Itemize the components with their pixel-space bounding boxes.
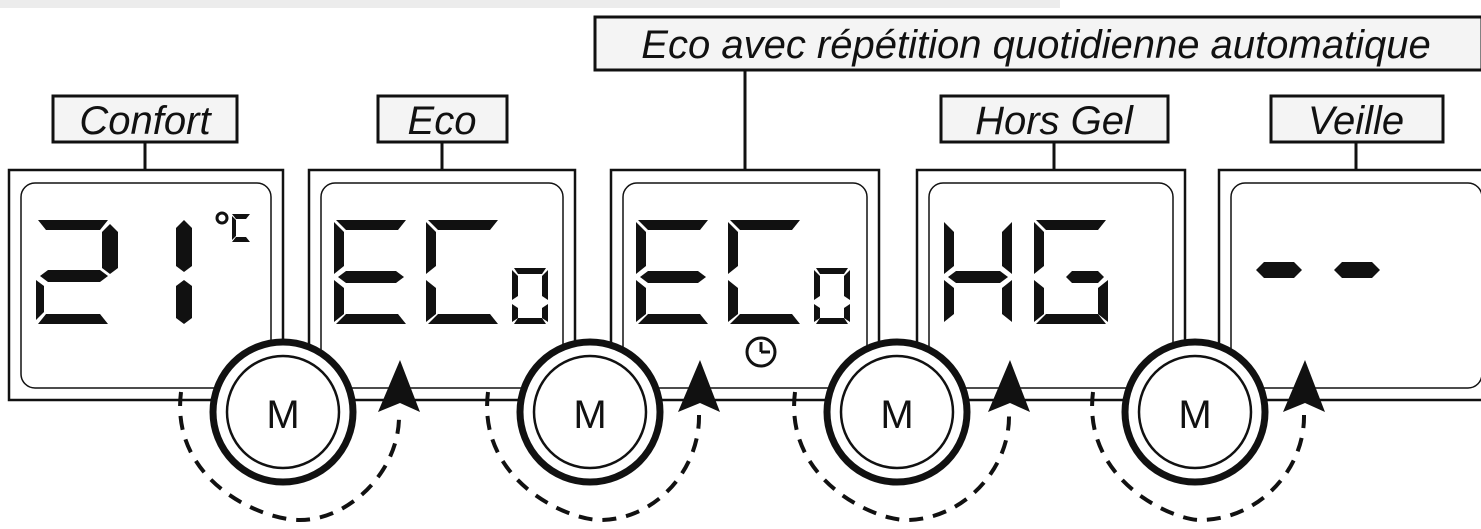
- mode-button-1-label: M: [266, 393, 299, 437]
- label-veille: Veille: [1269, 94, 1445, 170]
- label-confort: Confort: [51, 94, 239, 170]
- lcd-eco-value: [334, 220, 548, 324]
- label-veille-text: Veille: [1308, 99, 1404, 143]
- mode-button-1[interactable]: M: [209, 338, 357, 486]
- label-eco-repeat-text: Eco avec répétition quotidienne automati…: [641, 23, 1430, 67]
- label-confort-text: Confort: [79, 99, 212, 143]
- cycle-arrow-3: [792, 360, 1030, 523]
- cycle-arrow-1: [178, 360, 420, 523]
- cycle-arrow-2: [485, 360, 720, 523]
- lcd-confort-value: [36, 211, 250, 324]
- label-eco-text: Eco: [408, 99, 477, 143]
- display-eco: [307, 168, 577, 402]
- display-eco-repeat: [609, 168, 881, 402]
- mode-button-3-label: M: [880, 393, 913, 437]
- mode-button-3[interactable]: M: [823, 338, 971, 486]
- label-hors-gel-text: Hors Gel: [975, 99, 1134, 143]
- display-veille: [1217, 168, 1481, 402]
- display-hors-gel: [915, 168, 1187, 402]
- cycle-arrow-4: [1090, 360, 1325, 523]
- label-eco: Eco: [376, 94, 509, 170]
- lcd-veille-value: [1256, 262, 1380, 278]
- label-eco-repeat: Eco avec répétition quotidienne automati…: [593, 15, 1481, 170]
- lcd-eco-repeat-value: [636, 220, 850, 324]
- lcd-hors-gel-value: [944, 220, 1108, 324]
- mode-button-4-label: M: [1178, 393, 1211, 437]
- label-hors-gel: Hors Gel: [939, 94, 1170, 170]
- clock-icon: [745, 336, 777, 368]
- mode-button-4[interactable]: M: [1121, 338, 1269, 486]
- mode-button-2-label: M: [573, 393, 606, 437]
- top-strip: [0, 0, 1060, 8]
- mode-button-2[interactable]: M: [516, 338, 664, 486]
